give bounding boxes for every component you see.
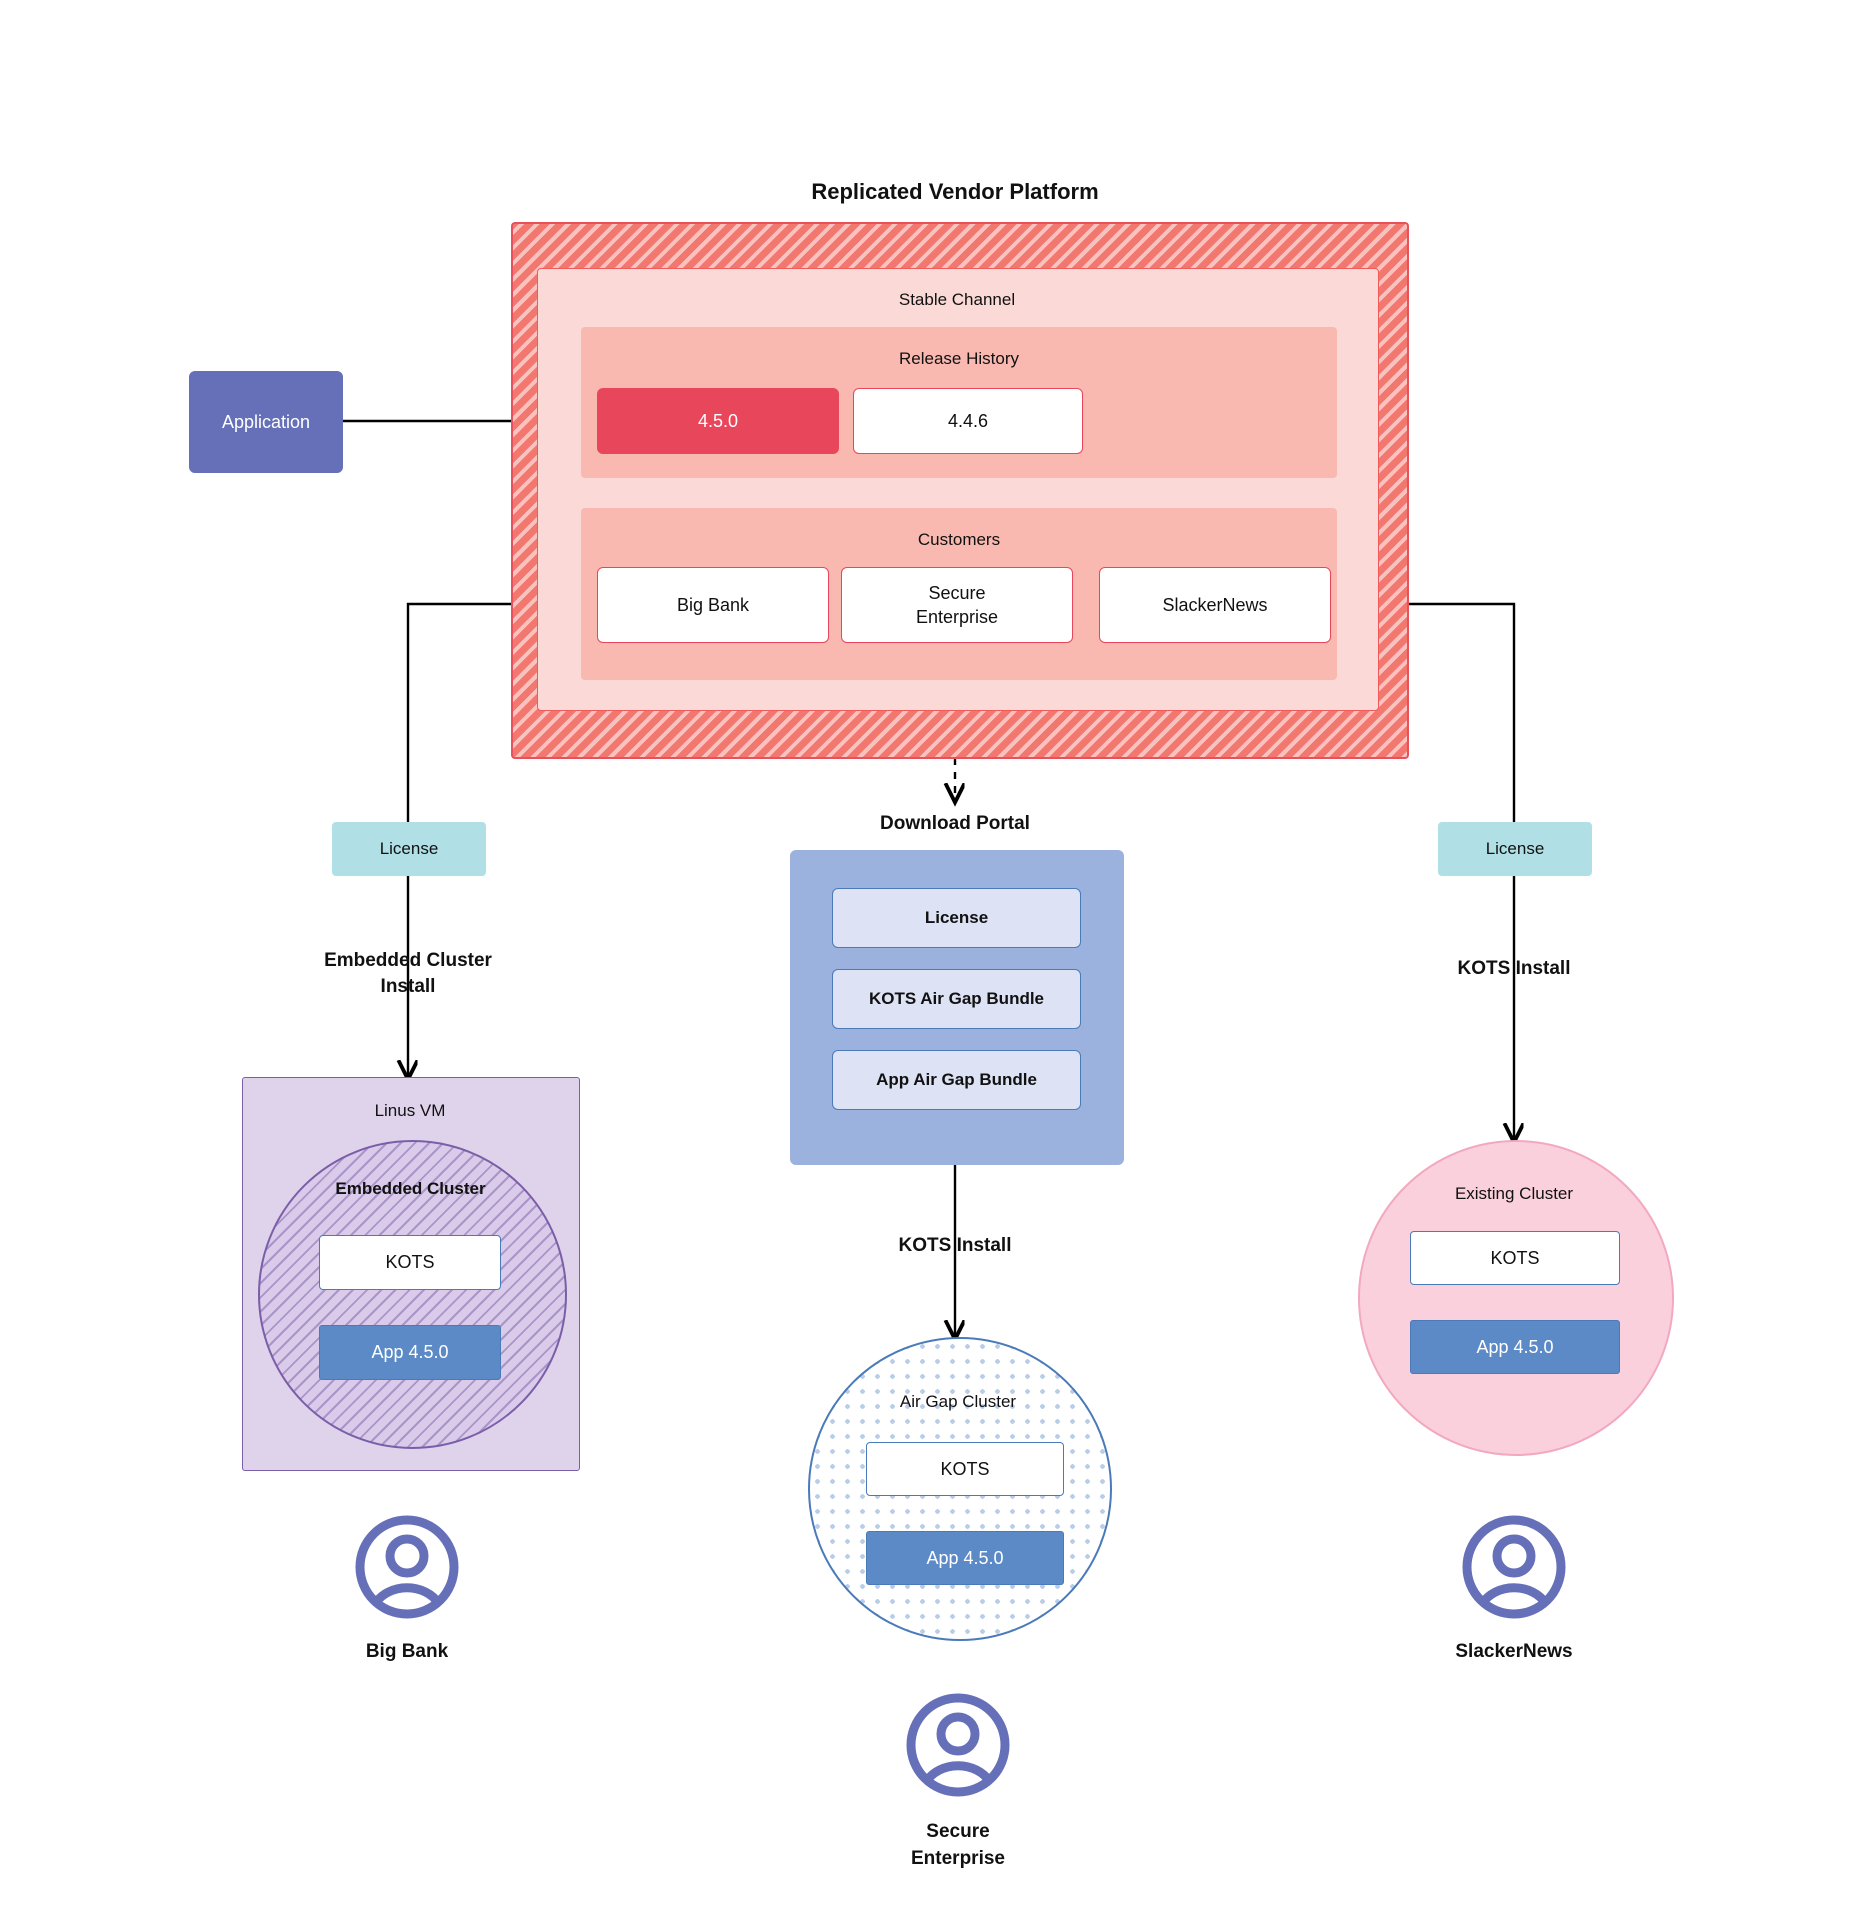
customer-name-label: Secure Enterprise: [915, 582, 999, 627]
portal-item-label: App Air Gap Bundle: [876, 1070, 1037, 1089]
kots-label: KOTS: [940, 1458, 990, 1479]
customers-label: Customers: [917, 530, 1001, 549]
portal-item-kots-air-gap-bundle[interactable]: KOTS Air Gap Bundle: [832, 969, 1081, 1029]
kots-label: KOTS: [1490, 1247, 1540, 1268]
portal-item-app-air-gap-bundle[interactable]: App Air Gap Bundle: [832, 1050, 1081, 1110]
application-label: Application: [221, 411, 311, 432]
user-avatar-icon: [903, 1690, 1013, 1800]
release-card-current[interactable]: 4.5.0: [597, 388, 839, 454]
portal-item-label: KOTS Air Gap Bundle: [868, 989, 1045, 1008]
license-label: License: [1485, 839, 1545, 858]
license-label: License: [379, 839, 439, 858]
app-version-label: App 4.5.0: [926, 1547, 1004, 1568]
license-box-left[interactable]: License: [332, 822, 486, 876]
app-version-box-airgap[interactable]: App 4.5.0: [866, 1531, 1064, 1585]
release-history-label: Release History: [899, 349, 1019, 368]
existing-cluster-circle: [1358, 1140, 1674, 1456]
kots-install-label-center: KOTS Install: [898, 1235, 1012, 1256]
customer-label-secure-enterprise: Secure Enterprise: [911, 1821, 1005, 1869]
kots-box-embedded[interactable]: KOTS: [319, 1235, 501, 1290]
linux-vm-label: Linus VM: [374, 1101, 446, 1120]
stable-channel-label: Stable Channel: [898, 290, 1016, 309]
application-box[interactable]: Application: [189, 371, 343, 473]
kots-box-existing[interactable]: KOTS: [1410, 1231, 1620, 1285]
license-box-right[interactable]: License: [1438, 822, 1592, 876]
customer-card-big-bank[interactable]: Big Bank: [597, 567, 829, 643]
customer-name-label: Big Bank: [676, 594, 750, 615]
air-gap-cluster-label: Air Gap Cluster: [899, 1392, 1017, 1411]
release-card-previous[interactable]: 4.4.6: [853, 388, 1083, 454]
app-version-label: App 4.5.0: [371, 1342, 449, 1362]
customer-card-slackernews[interactable]: SlackerNews: [1099, 567, 1331, 643]
customer-label-big-bank: Big Bank: [365, 1641, 449, 1662]
embedded-cluster-circle: [258, 1140, 567, 1449]
app-version-box-embedded[interactable]: App 4.5.0: [319, 1325, 501, 1380]
customer-card-secure-enterprise[interactable]: Secure Enterprise: [841, 567, 1073, 643]
user-avatar-icon: [352, 1512, 462, 1622]
app-version-label: App 4.5.0: [1476, 1336, 1554, 1357]
download-portal-title: Download Portal: [880, 813, 1030, 834]
app-version-box-existing[interactable]: App 4.5.0: [1410, 1320, 1620, 1374]
release-version-label: 4.5.0: [697, 410, 739, 431]
kots-install-label-right: KOTS Install: [1457, 958, 1571, 979]
portal-item-label: License: [924, 908, 989, 927]
customer-name-label: SlackerNews: [1162, 594, 1268, 615]
user-avatar-icon: [1459, 1512, 1569, 1622]
embedded-cluster-label: Embedded Cluster: [335, 1179, 486, 1198]
portal-item-license[interactable]: License: [832, 888, 1081, 948]
embedded-cluster-install-label: Embedded Cluster Install: [324, 950, 492, 997]
kots-label: KOTS: [385, 1252, 435, 1272]
platform-title: Replicated Vendor Platform: [811, 179, 1099, 204]
customer-label-slackernews: SlackerNews: [1455, 1641, 1573, 1662]
existing-cluster-label: Existing Cluster: [1454, 1184, 1574, 1203]
release-version-label: 4.4.6: [947, 410, 989, 431]
kots-box-airgap[interactable]: KOTS: [866, 1442, 1064, 1496]
